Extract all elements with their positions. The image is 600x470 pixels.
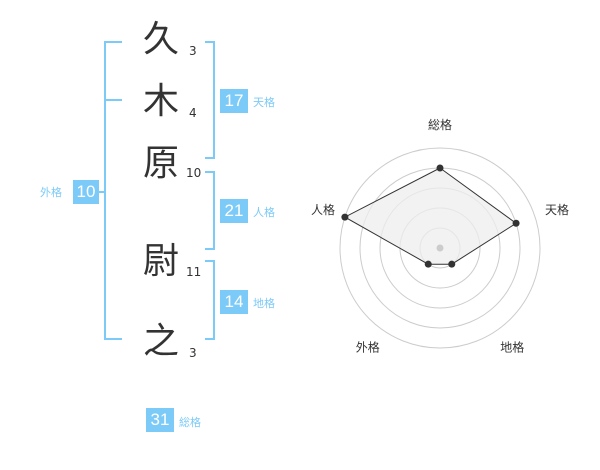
stroke-count-2: 4 [189,106,197,120]
soukaku-value-badge: 31 [146,408,174,432]
stroke-count-1: 3 [189,44,197,58]
tenkaku-bracket-top [205,41,215,43]
radar-axis-label: 人格 [311,202,335,217]
chikaku-value-badge: 14 [220,290,248,314]
jinkaku-bracket-bottom [205,248,215,250]
chikaku-label: 地格 [253,297,275,310]
jinkaku-bracket-top [205,171,215,173]
chikaku-bracket-vertical [213,260,215,340]
radar-data-point [512,219,520,227]
name-char-4: 尉 [142,241,179,282]
radar-center-dot [436,244,444,252]
radar-data-point [448,260,456,268]
stroke-count-5: 3 [189,346,197,360]
gaikaku-bracket-bottom [104,338,122,340]
radar-axis-label: 天格 [545,202,569,217]
gaikaku-bracket-top [104,41,122,43]
jinkaku-bracket-vertical [213,171,215,250]
radar-axis-label: 地格 [500,340,524,355]
name-char-5: 之 [142,321,179,362]
stroke-count-3: 10 [186,166,202,180]
gaikaku-label: 外格 [40,186,62,199]
radar-data-points [341,164,520,268]
stroke-count-4: 11 [186,265,202,279]
chikaku-bracket-bottom [205,338,215,340]
chikaku-bracket-top [205,260,215,262]
gaikaku-bracket-stub [98,191,104,193]
radar-data-area [343,167,517,265]
tenkaku-bracket-vertical [213,41,215,159]
gaikaku-value-badge: 10 [73,180,99,204]
gaikaku-bracket-vertical [104,41,106,340]
name-char-3: 原 [142,143,179,184]
tenkaku-bracket-bottom [205,157,215,159]
jinkaku-label: 人格 [253,206,275,219]
jinkaku-value-badge: 21 [220,199,248,223]
radar-axis-label: 総格 [428,117,452,132]
name-char-1: 久 [142,19,179,60]
radar-data-point [436,164,444,172]
radar-data-point [424,260,432,268]
gaikaku-bracket-mid [104,99,122,101]
radar-data-point [341,213,349,221]
radar-ring [339,147,541,349]
name-char-2: 木 [142,81,179,122]
soukaku-label: 総格 [179,416,201,429]
radar-axis-label: 外格 [356,340,380,355]
tenkaku-value-badge: 17 [220,89,248,113]
tenkaku-label: 天格 [253,96,275,109]
